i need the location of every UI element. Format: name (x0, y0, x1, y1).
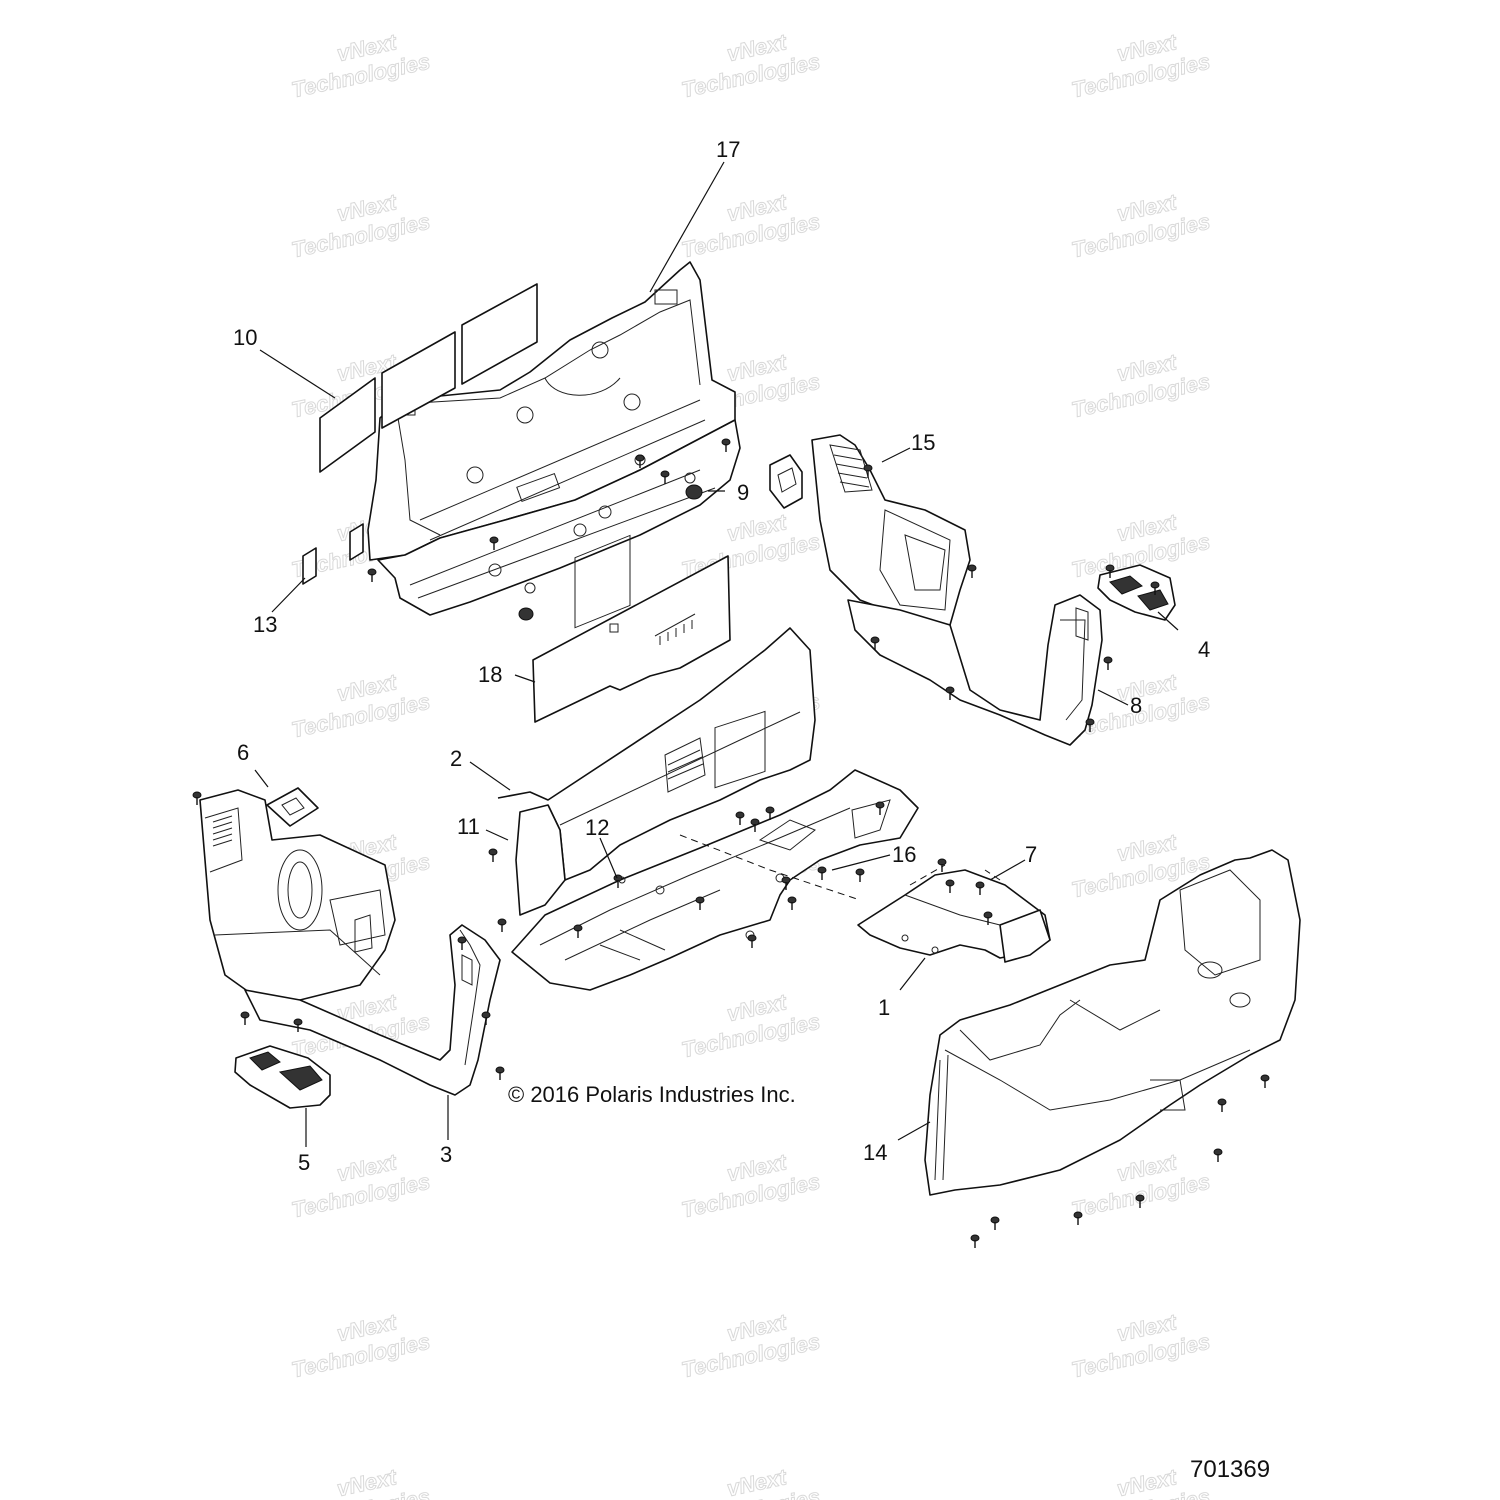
part-18-sound-panel (532, 555, 731, 723)
callout-7: 7 (1025, 842, 1037, 867)
callout-13: 13 (253, 612, 277, 637)
fastener-icon (863, 464, 873, 478)
callout-15: 15 (911, 430, 935, 455)
callout-17: 17 (716, 137, 740, 162)
callout-5: 5 (298, 1150, 310, 1175)
fastener-icon (750, 818, 760, 832)
document-number: 701369 (1190, 1456, 1270, 1483)
callout-1: 1 (878, 995, 890, 1020)
part-1-tunnel-cover (857, 869, 1051, 963)
callout-6: 6 (237, 740, 249, 765)
fastener-icon (983, 911, 993, 925)
fastener-icon (817, 866, 827, 880)
fastener-icon (367, 568, 377, 582)
part-15-bracket (769, 454, 803, 509)
part-8-right-side-panel (811, 434, 1103, 746)
fastener-icon (192, 791, 202, 805)
fastener-icon (1135, 1194, 1145, 1208)
fastener-icon (457, 936, 467, 950)
fastener-icon (695, 896, 705, 910)
fastener-icon (1085, 718, 1095, 732)
callout-16: 16 (892, 842, 916, 867)
fastener-icon (735, 811, 745, 825)
fastener-icon (635, 454, 645, 468)
part-6-bracket (266, 787, 319, 827)
fastener-icon (1260, 1074, 1270, 1088)
part-5-step-insert (234, 1045, 331, 1109)
callout-18: 18 (478, 662, 502, 687)
callout-12: 12 (585, 815, 609, 840)
fastener-icon (1105, 564, 1115, 578)
callout-3: 3 (440, 1142, 452, 1167)
fastener-icon (787, 896, 797, 910)
fastener-icon (497, 918, 507, 932)
fastener-icon (855, 868, 865, 882)
fastener-icon (781, 876, 791, 890)
fastener-icon (1150, 581, 1160, 595)
fastener-icon (573, 924, 583, 938)
part-2-seat-base (497, 534, 919, 991)
part-4-step-insert (1097, 564, 1176, 621)
fastener-icon (481, 1011, 491, 1025)
callout-2: 2 (450, 746, 462, 771)
fastener-icon (990, 1216, 1000, 1230)
part-13-small-decals (302, 523, 364, 585)
fastener-icon (945, 686, 955, 700)
fastener-icon (875, 801, 885, 815)
part-9-grommet (518, 484, 703, 621)
fastener-icon (495, 1066, 505, 1080)
fastener-icon (660, 470, 670, 484)
assembly-lines (679, 834, 1001, 901)
fastener-icon (1213, 1148, 1223, 1162)
fastener-icon (945, 879, 955, 893)
fastener-icon (488, 848, 498, 862)
fastener-icon (721, 438, 731, 452)
fastener-icon (1217, 1098, 1227, 1112)
fastener-icon (489, 536, 499, 550)
callout-8: 8 (1130, 693, 1142, 718)
part-14-front-floor (924, 849, 1301, 1196)
callout-11: 11 (457, 814, 480, 839)
fastener-icon (293, 1018, 303, 1032)
part-10-decals (319, 283, 538, 473)
callout-10: 10 (233, 325, 257, 350)
part-3-left-side-panel (199, 789, 501, 1096)
fastener-icon (240, 1011, 250, 1025)
fasteners (192, 438, 1270, 1248)
fastener-icon (1103, 656, 1113, 670)
fastener-icon (967, 564, 977, 578)
fastener-icon (765, 806, 775, 820)
callout-labels: 1 2 3 4 5 6 7 8 9 10 11 12 13 14 15 16 1… (233, 137, 1210, 1175)
fastener-icon (975, 881, 985, 895)
copyright-notice: © 2016 Polaris Industries Inc. (508, 1082, 796, 1107)
fastener-icon (1073, 1211, 1083, 1225)
part-17-rear-panel (367, 261, 741, 616)
fastener-icon (970, 1234, 980, 1248)
fastener-icon (747, 934, 757, 948)
callout-9: 9 (737, 480, 749, 505)
callout-14: 14 (863, 1140, 887, 1165)
fastener-icon (937, 858, 947, 872)
callout-4: 4 (1198, 637, 1210, 662)
leader-lines (254, 161, 1179, 1147)
fastener-icon (870, 636, 880, 650)
